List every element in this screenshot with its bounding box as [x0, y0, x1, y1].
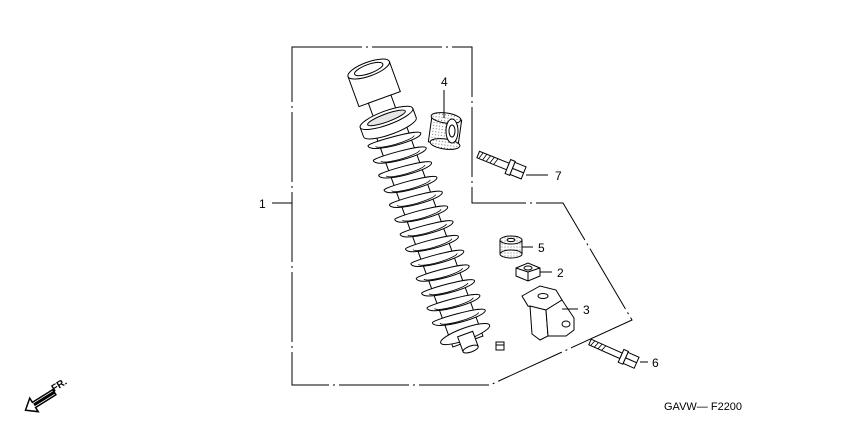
hex-nut [515, 262, 541, 282]
spring-coil-shadow [396, 194, 437, 207]
leader-lines [272, 90, 648, 363]
spring-coil [399, 220, 454, 238]
spring-coil [394, 205, 449, 223]
spring-coil [372, 146, 427, 164]
spring-coil [426, 293, 481, 312]
spring-coil [410, 249, 465, 267]
spring-coil-shadow [402, 208, 442, 222]
spring-coil [421, 279, 475, 297]
spring-coil [431, 308, 486, 326]
rubber-collar [499, 235, 523, 259]
spring-coil [388, 190, 443, 208]
spring-coil-shadow [380, 149, 420, 163]
callout-3: 3 [583, 303, 590, 317]
spring-coil-shadow [385, 164, 426, 178]
spring-coil-shadow [428, 282, 469, 296]
front-direction-arrow-icon: FR. [24, 377, 69, 413]
upper-mounting-bolt [476, 150, 527, 180]
spring-coil-shadow [412, 238, 453, 251]
spring-coil-shadow [418, 253, 458, 266]
assembly-boundary [291, 46, 633, 386]
spring-coil-shadow [439, 312, 479, 325]
rear-shock-absorber [347, 58, 505, 354]
callout-4: 4 [441, 75, 448, 89]
rubber-bushing [427, 112, 463, 150]
spring-coils [367, 131, 486, 326]
callout-6: 6 [652, 356, 659, 370]
spring-coil-shadow [375, 135, 415, 148]
lower-mounting-bolt [588, 338, 640, 369]
spring-coil-shadow [423, 267, 463, 281]
mounting-bracket [521, 285, 575, 341]
spring-coil-shadow [407, 223, 447, 237]
spring-coil-shadow [391, 179, 431, 192]
spring-coil-shadow [434, 297, 474, 310]
callout-1: 1 [259, 197, 266, 211]
callout-5: 5 [538, 241, 545, 255]
spring-coil [405, 234, 459, 253]
callout-2: 2 [557, 266, 564, 280]
diagram-code: GAVW— F2200 [664, 401, 742, 413]
spring-coil [378, 161, 432, 179]
callout-7: 7 [555, 169, 562, 183]
spring-coil [383, 175, 438, 194]
spring-coil [415, 264, 470, 282]
spring-coil [367, 131, 422, 149]
